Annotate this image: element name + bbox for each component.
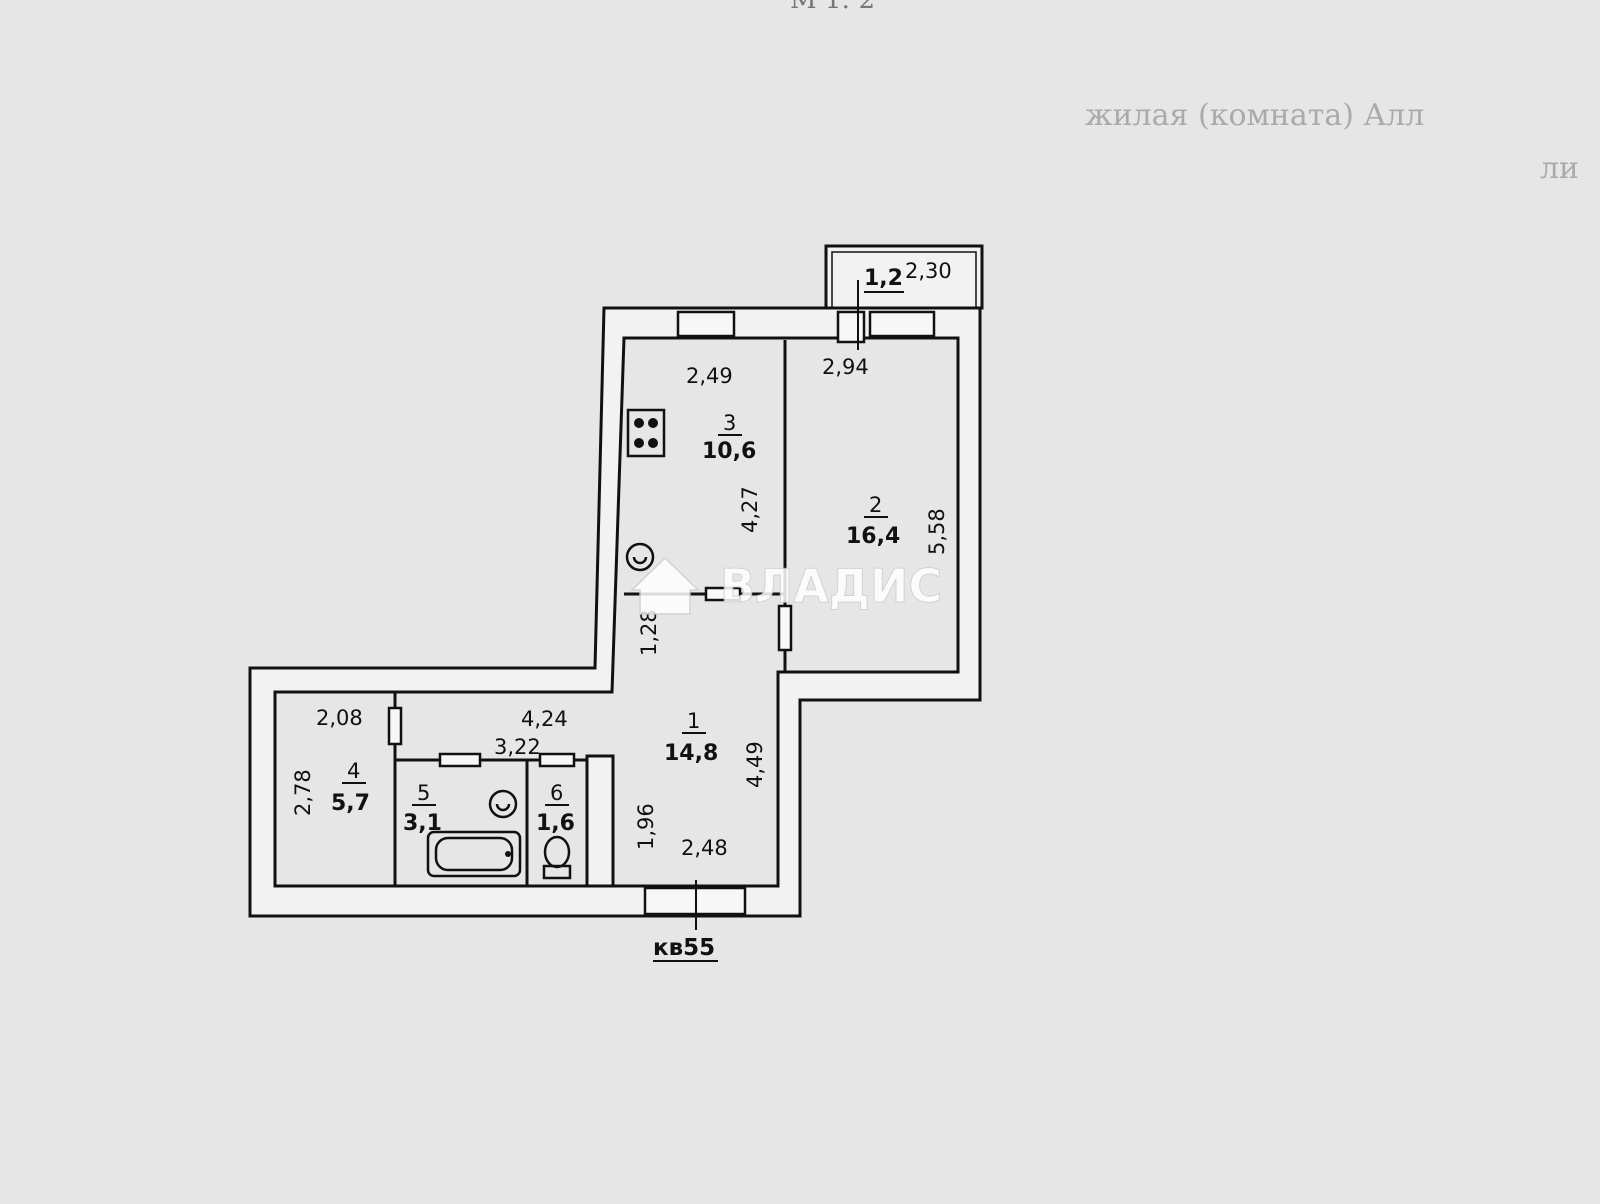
room-1-dim-d: 1,96 [634,803,658,850]
room-2-number: 2 [869,493,882,517]
bg-text-line-2: ли [1540,151,1579,186]
kitchen-door [704,586,742,602]
room-door [777,604,793,652]
room-3-width: 2,49 [686,364,733,388]
balcony-area: 1,2 [864,266,903,291]
room-2-width: 2,94 [822,355,869,379]
watermark-text: ВЛАДИС [720,559,942,613]
room-1-dim-f: 1,28 [637,609,661,656]
wc-door [538,752,576,768]
room-2-length: 5,58 [925,508,949,555]
room-1-dim-e: 2,48 [681,836,728,860]
room-4-width: 2,08 [316,706,363,730]
room-6-number: 6 [550,781,563,805]
room-window [868,310,936,338]
bg-text-line-1: жилая (комната) Алл [1085,98,1424,133]
room-3-area: 10,6 [702,439,756,464]
balcony [824,244,984,310]
room-1-dim-c: 4,49 [743,741,767,788]
toilet-icon [542,835,572,880]
room-3-length: 4,27 [738,486,762,533]
room-1-number: 1 [687,709,700,733]
apartment-label: кв55 [653,935,715,961]
room-5-number: 5 [417,781,430,805]
balcony-length: 2,30 [905,259,952,283]
bathtub-icon [426,830,522,878]
room-1-area: 14,8 [664,741,718,766]
bath-door [438,752,482,768]
room-4-area: 5,7 [331,791,370,816]
bath-side-wall [585,754,615,888]
room-4-number: 4 [347,759,360,783]
room-3-number: 3 [723,411,736,435]
room-1-dim-b: 3,22 [494,735,541,759]
storage-door [387,706,403,746]
room-5-area: 3,1 [403,811,442,836]
boiler-icon [625,542,655,572]
stove-icon [626,408,666,458]
balcony-door [836,310,866,344]
boiler-icon [488,789,518,819]
room-2-area: 16,4 [846,524,900,549]
room-4-length: 2,78 [291,769,315,816]
balcony-inner [831,251,977,309]
outer-walls [248,306,982,918]
room-6-area: 1,6 [536,811,575,836]
scale-header: М 1: 2 [790,0,875,15]
kitchen-window [676,310,736,338]
room-1-dim-a: 4,24 [521,707,568,731]
house-logo-icon [630,556,700,615]
